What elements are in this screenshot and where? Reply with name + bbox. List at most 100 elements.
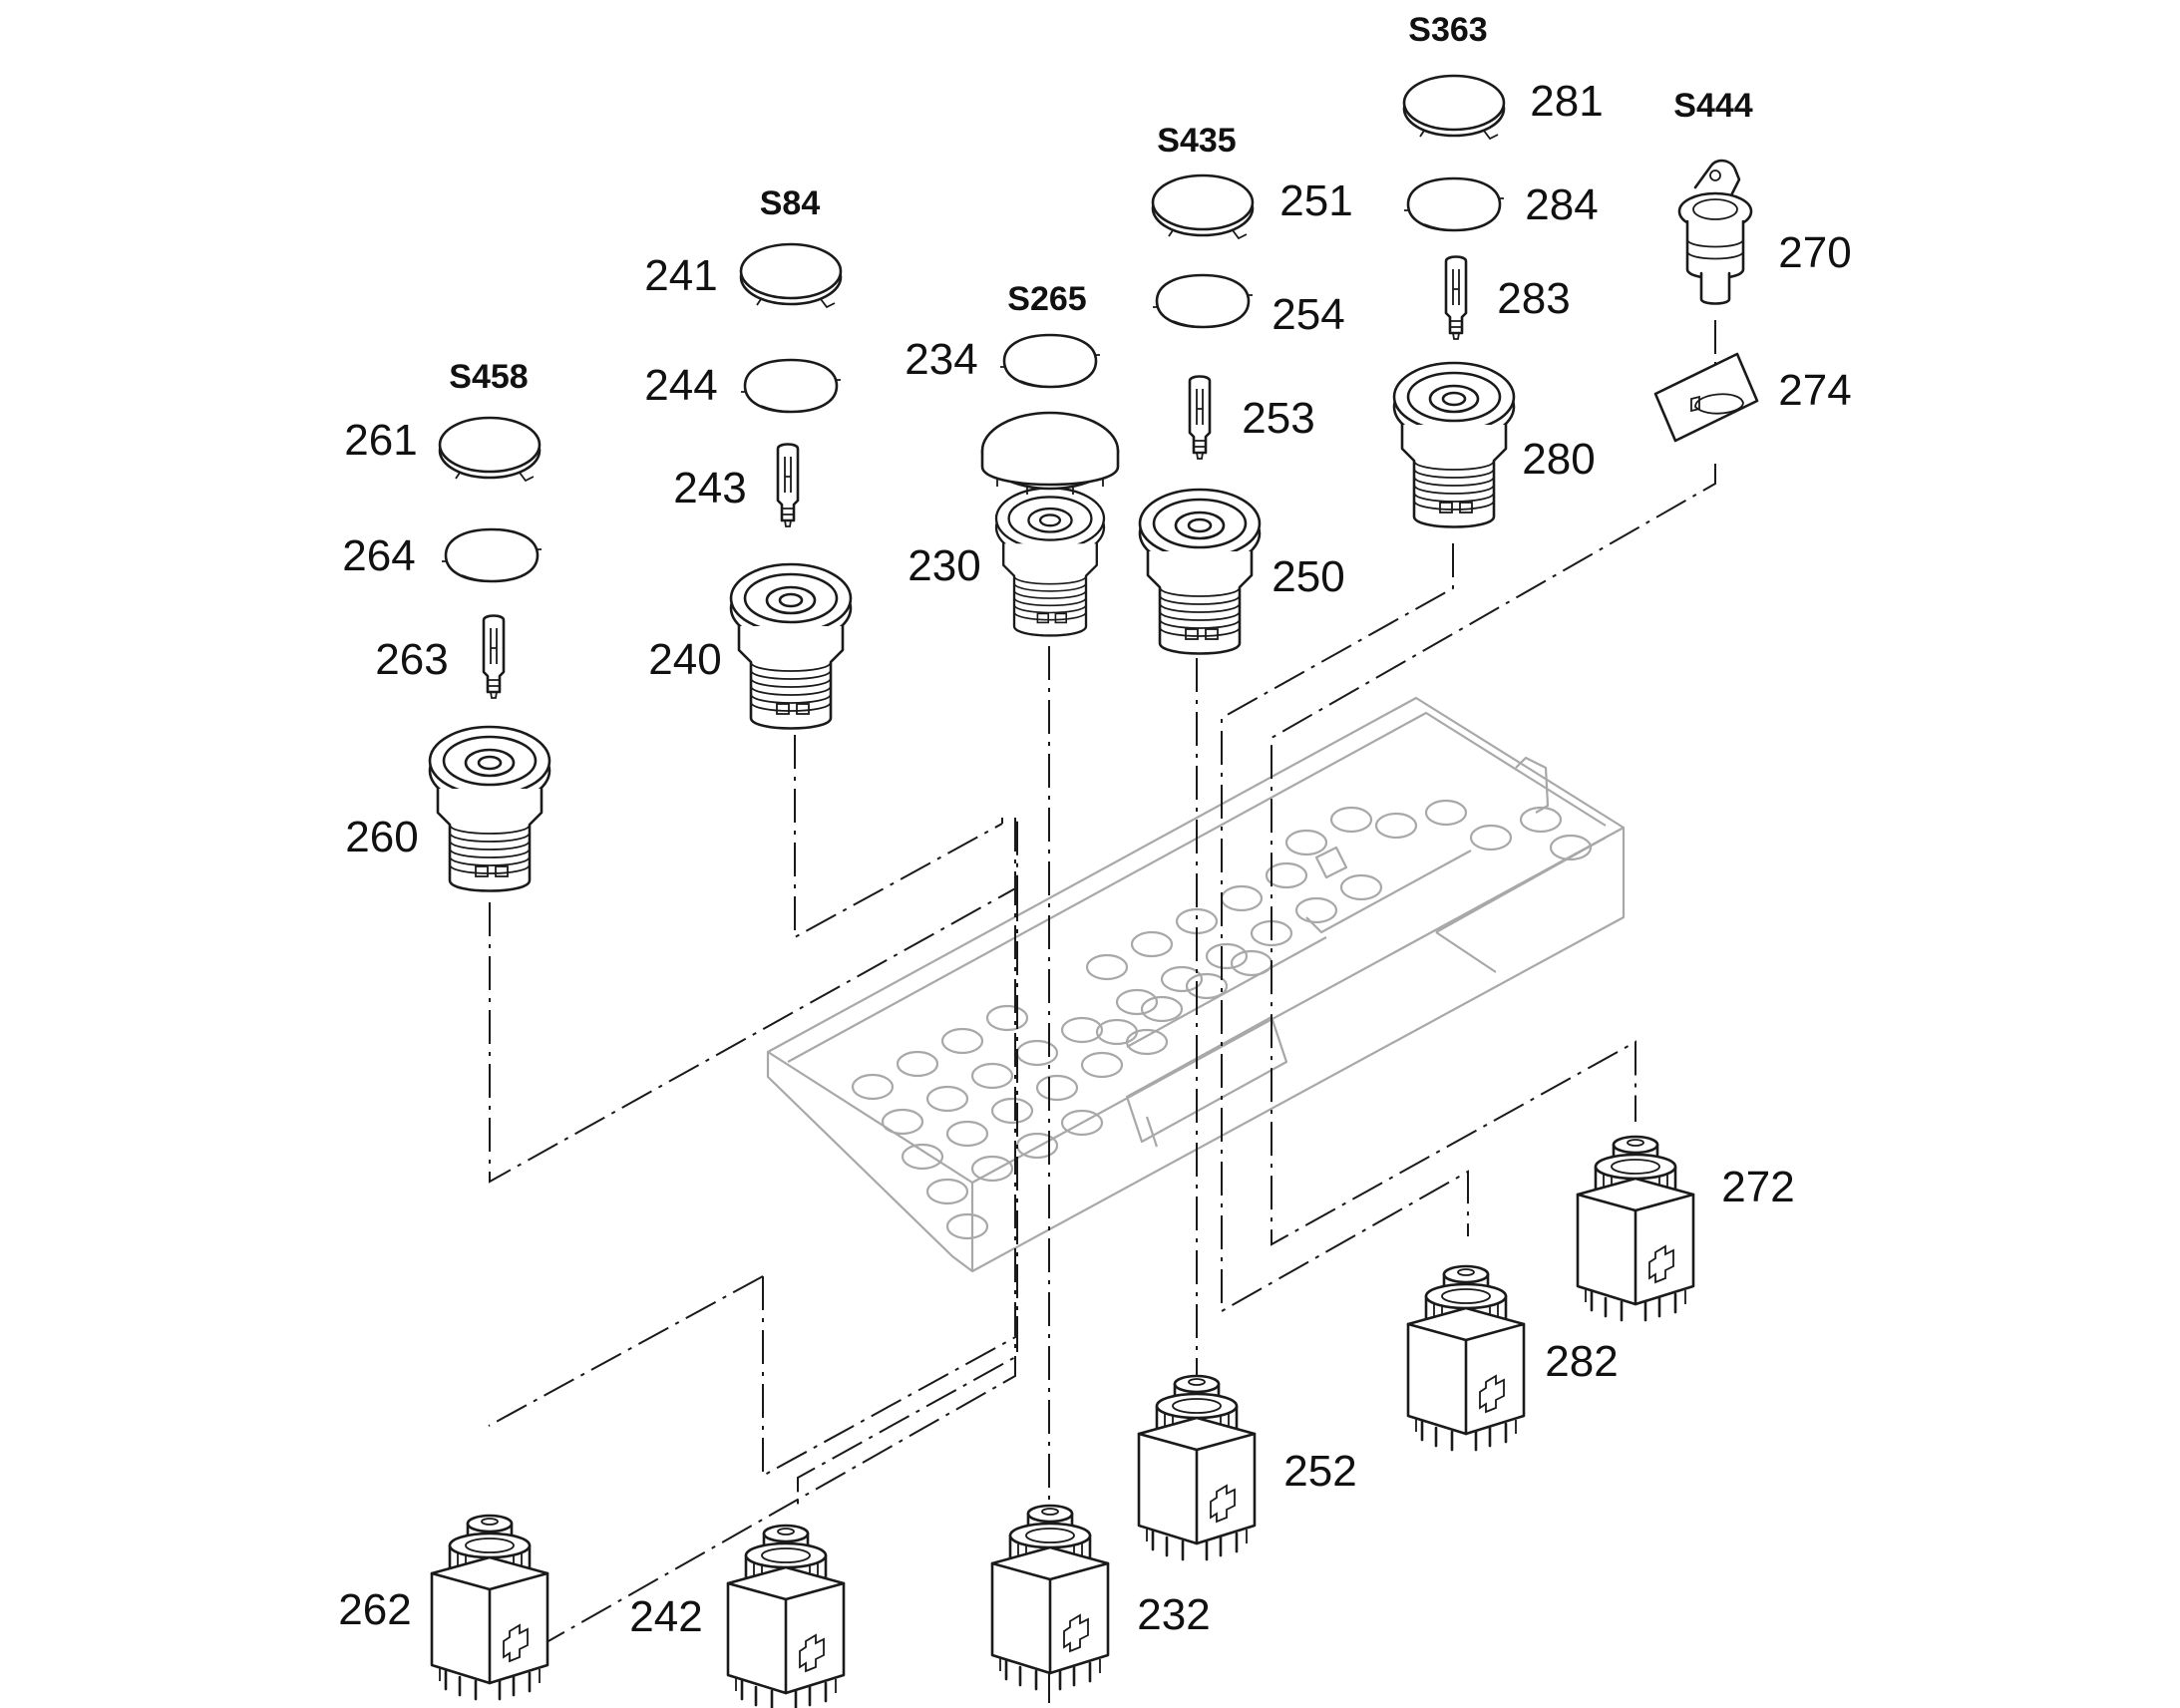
tray-hole	[1205, 942, 1249, 970]
tray-hole	[945, 1120, 989, 1148]
part-label-252: 252	[1283, 1447, 1357, 1496]
part-label-253: 253	[1242, 394, 1315, 443]
group-label-s444: S444	[1673, 87, 1753, 125]
tray-hole	[1265, 861, 1308, 889]
tray-hole	[925, 1178, 969, 1205]
part-label-263: 263	[375, 635, 449, 684]
component-cap-281	[1402, 74, 1506, 141]
tray-hole	[1060, 1016, 1104, 1044]
tray-hole	[1374, 812, 1418, 840]
component-housing-240	[729, 562, 853, 730]
group-label-s435: S435	[1157, 122, 1237, 160]
component-bulb-243	[776, 443, 800, 528]
group-label-s265: S265	[1007, 280, 1087, 318]
tray-hole	[1185, 972, 1229, 1000]
component-cap-251	[1151, 173, 1255, 240]
tray-hole	[985, 1004, 1029, 1032]
tray-hole	[1085, 953, 1129, 981]
tray-hole	[1549, 834, 1593, 861]
group-label-s458: S458	[449, 358, 529, 396]
part-label-251: 251	[1279, 176, 1353, 225]
component-ring-244	[739, 358, 843, 414]
tray-hole	[1284, 829, 1328, 856]
tray-hole	[1015, 1039, 1059, 1067]
part-label-283: 283	[1497, 274, 1571, 323]
part-label-250: 250	[1272, 552, 1345, 601]
tray-hole	[990, 1097, 1034, 1125]
component-cap-261	[438, 416, 542, 483]
component-ring-284	[1402, 176, 1506, 232]
part-label-272: 272	[1721, 1163, 1795, 1211]
tray-hole	[1060, 1109, 1104, 1137]
part-label-264: 264	[342, 531, 416, 580]
part-label-274: 274	[1778, 366, 1852, 415]
tray-hole	[970, 1155, 1014, 1183]
tray-hole	[1095, 1018, 1139, 1046]
part-label-284: 284	[1525, 180, 1599, 229]
component-housing-230	[980, 411, 1120, 637]
tray-hole	[896, 1050, 939, 1078]
tray-hole	[881, 1108, 924, 1136]
tray-hole	[1115, 988, 1159, 1016]
component-bracket-274	[1653, 352, 1759, 443]
tray-hole	[925, 1085, 969, 1113]
component-housing-250	[1138, 488, 1262, 655]
part-label-254: 254	[1272, 290, 1345, 339]
tray-hole	[1080, 1051, 1124, 1079]
component-bulb-253	[1188, 375, 1212, 461]
component-keyswitch-270	[1677, 159, 1753, 305]
tray-hole	[1424, 799, 1468, 827]
part-label-280: 280	[1522, 435, 1596, 484]
part-label-230: 230	[908, 541, 981, 590]
component-bulb-283	[1444, 255, 1468, 341]
part-label-234: 234	[905, 335, 978, 384]
component-switch-252	[1137, 1374, 1257, 1561]
part-label-281: 281	[1530, 77, 1604, 126]
tray-hole	[1220, 884, 1264, 912]
group-label-s363: S363	[1408, 11, 1488, 49]
part-label-242: 242	[629, 1592, 703, 1641]
component-switch-262	[430, 1514, 549, 1701]
part-label-244: 244	[644, 361, 718, 410]
component-cap-241	[739, 242, 843, 309]
tray-hole	[851, 1073, 895, 1101]
tray-hole	[901, 1143, 944, 1171]
tray-holes	[851, 799, 1593, 1240]
component-housing-280	[1392, 361, 1516, 528]
tray-hole	[1035, 1074, 1079, 1102]
component-switch-242	[726, 1524, 846, 1708]
tray-hole	[1015, 1132, 1059, 1160]
part-label-260: 260	[345, 813, 419, 861]
part-label-243: 243	[673, 464, 747, 512]
tray-hole	[970, 1062, 1014, 1090]
component-housing-260	[428, 725, 551, 892]
tray-hole	[1329, 806, 1373, 834]
tray-hole	[1519, 806, 1563, 834]
tray-hole	[1130, 930, 1174, 958]
component-ring-254	[1151, 273, 1255, 329]
part-label-232: 232	[1137, 1590, 1211, 1639]
part-label-241: 241	[644, 251, 718, 300]
tray-hole	[945, 1212, 989, 1240]
tray-hole	[1140, 995, 1184, 1023]
tray-hole	[1230, 949, 1273, 977]
component-switch-272	[1576, 1135, 1695, 1322]
part-label-282: 282	[1545, 1337, 1619, 1386]
part-label-270: 270	[1778, 228, 1852, 277]
tray-hole	[1160, 965, 1204, 993]
component-ring-264	[440, 527, 544, 583]
panel-tray	[766, 696, 1626, 1273]
tray-hole	[940, 1027, 984, 1055]
part-label-261: 261	[344, 416, 418, 465]
tray-hole	[1294, 896, 1338, 924]
component-bulb-263	[482, 614, 506, 700]
part-label-240: 240	[648, 635, 722, 684]
component-ring-234	[998, 333, 1102, 389]
group-label-s84: S84	[759, 184, 821, 222]
tray-hole	[1339, 873, 1383, 901]
component-switch-232	[990, 1504, 1110, 1691]
tray-hole	[1125, 1028, 1169, 1056]
tray-hole	[1469, 824, 1513, 852]
component-switch-282	[1406, 1264, 1526, 1452]
